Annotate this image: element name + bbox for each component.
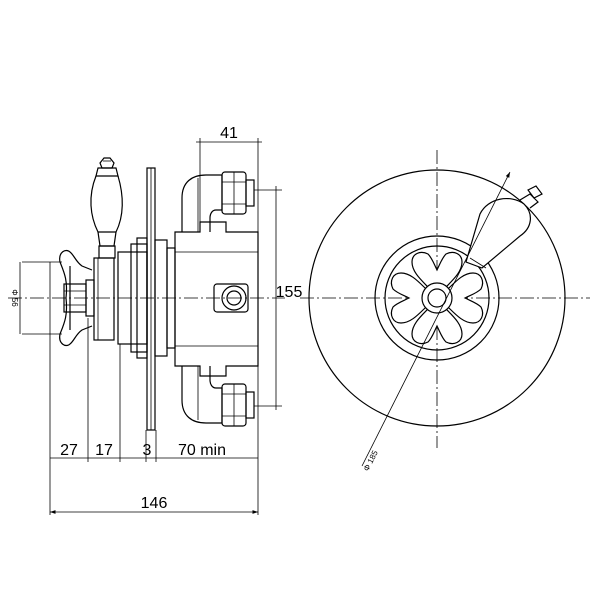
dim-17-label: 17 [95, 442, 113, 459]
dim-height-155: 155 [254, 186, 302, 410]
dim-total: 146 [50, 495, 258, 514]
dim-3-label: 3 [143, 442, 152, 459]
front-view: Φ 185 [300, 150, 590, 473]
dim-146-label: 146 [141, 495, 168, 512]
cross-handle-front [390, 251, 484, 345]
side-view: Φ 56 27 17 3 70 min 146 41 [8, 125, 302, 515]
lever-handle-side [90, 157, 123, 259]
dim-row-depths: 27 17 3 70 min [50, 442, 258, 459]
dim-41-label: 41 [220, 125, 238, 142]
dim-handle-diameter: Φ 56 [10, 261, 62, 335]
bottom-outlet-elbow [181, 366, 255, 427]
valve-body [174, 221, 259, 377]
wall-plate-circle [308, 169, 566, 427]
lever-handle-front [465, 185, 543, 269]
cover-collar [117, 237, 176, 359]
dim-handle-diameter-label: Φ 56 [10, 289, 19, 307]
dim-70-min-label: 70 min [178, 442, 226, 459]
dim-width-41: 41 [196, 125, 262, 232]
top-outlet-elbow [181, 171, 255, 232]
dim-27-label: 27 [60, 442, 78, 459]
dim-155-label: 155 [276, 284, 303, 301]
